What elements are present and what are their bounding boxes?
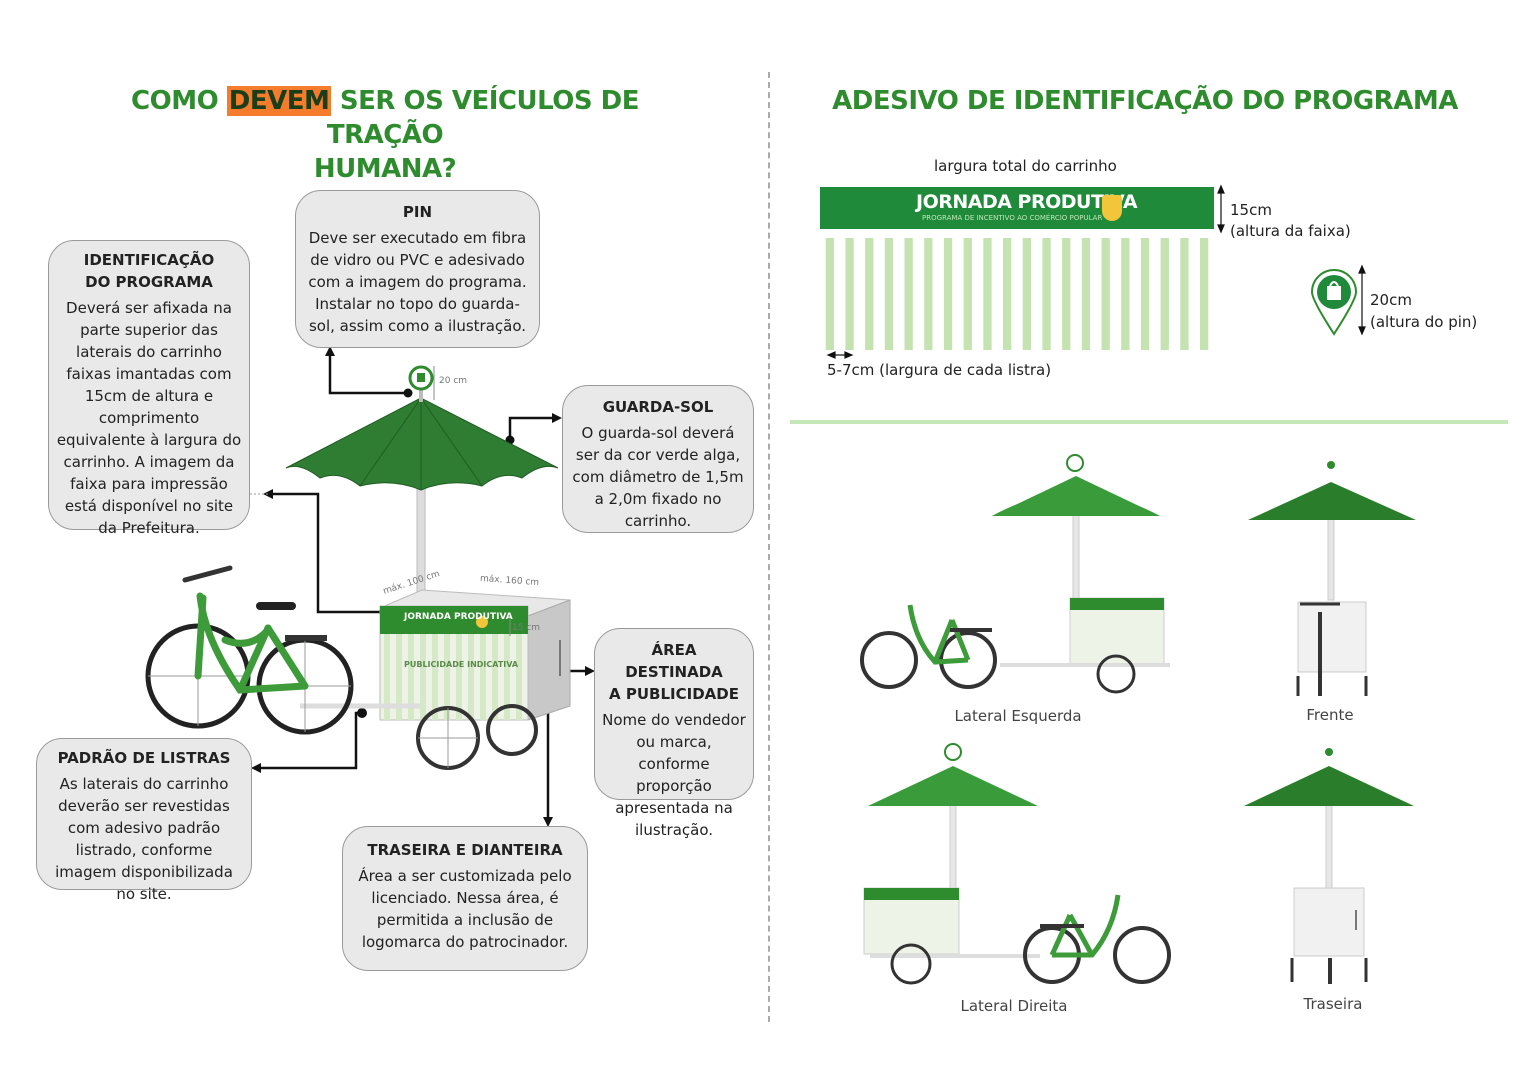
stripe (845, 238, 854, 350)
sticker-stripe-label: 5-7cm (largura de cada listra) (827, 361, 1052, 379)
sticker-banner: JORNADA PRODUTIVA PROGRAMA DE INCENTIVO … (820, 187, 1214, 229)
stripe (983, 238, 992, 350)
sticker-height-value: 15cm (1230, 201, 1272, 219)
cart-pub-text: PUBLICIDADE INDICATIVA (404, 660, 519, 669)
publicidade-box-title2: A PUBLICIDADE (609, 685, 739, 703)
publicidade-box-text: Nome do vendedor ou marca, conforme prop… (602, 711, 746, 839)
stripe (924, 238, 933, 350)
view-front-drawing (1248, 461, 1416, 696)
stripe (1140, 238, 1150, 350)
stripe (1200, 238, 1209, 350)
identificacao-box-title1: IDENTIFICAÇÃO (83, 251, 215, 269)
view-front-caption: Frente (1306, 706, 1354, 724)
stripe (1101, 238, 1110, 350)
sticker-banner-subtitle: PROGRAMA DE INCENTIVO AO COMÉRCIO POPULA… (922, 214, 1103, 222)
shield-icon (1102, 195, 1122, 221)
traseira-box-title: TRASEIRA E DIANTEIRA (367, 841, 563, 859)
cart-band-text: JORNADA PRODUTIVA (404, 612, 513, 622)
view-right-drawing (863, 743, 1171, 985)
pin-height-label: 20 cm (439, 376, 468, 386)
stripe (1042, 238, 1051, 350)
left-title-pre: COMO (131, 86, 227, 116)
stripe (884, 238, 894, 350)
view-back-drawing (1244, 748, 1414, 984)
listras-box: PADRÃO DE LISTRAS As laterais do carrinh… (36, 738, 252, 903)
pin-height-value: 20cm (1370, 291, 1412, 309)
stripe (963, 238, 972, 350)
pin-height-note: (altura do pin) (1370, 313, 1478, 331)
left-title-post: SER OS VEÍCULOS DE TRAÇÃO (326, 86, 640, 150)
publicidade-box-title1: ÁREA DESTINADA (625, 641, 723, 681)
vertical-divider (768, 72, 770, 1022)
left-title-highlight: DEVEM (226, 86, 332, 116)
guarda-sol-box: GUARDA-SOL O guarda-sol deverá ser da co… (562, 385, 754, 533)
horizontal-divider (790, 420, 1508, 424)
identificacao-box: IDENTIFICAÇÃO DO PROGRAMA Deverá ser afi… (48, 240, 250, 537)
view-left-caption: Lateral Esquerda (954, 707, 1082, 725)
pin-box: PIN Deve ser executado em fibra de vidro… (295, 190, 540, 348)
right-title: ADESIVO DE IDENTIFICAÇÃO DO PROGRAMA (832, 86, 1458, 116)
guarda-sol-box-text: O guarda-sol deverá ser da cor verde alg… (572, 424, 744, 530)
listras-box-title: PADRÃO DE LISTRAS (57, 749, 231, 767)
sticker-banner-title: JORNADA PRODUTIVA (916, 191, 1138, 213)
traseira-box: TRASEIRA E DIANTEIRA Área a ser customiz… (342, 826, 588, 971)
stripe (1081, 238, 1091, 350)
stripe (1180, 238, 1189, 350)
pin-box-title: PIN (402, 203, 433, 221)
stripe (1022, 238, 1031, 350)
identificacao-box-text: Deverá ser afixada na parte superior das… (56, 299, 242, 537)
identificacao-box-title2: DO PROGRAMA (85, 273, 213, 291)
view-left-drawing (860, 454, 1170, 694)
guarda-sol-box-title: GUARDA-SOL (602, 398, 714, 416)
stripe (1003, 238, 1012, 350)
stripe (1121, 238, 1130, 350)
traseira-box-text: Área a ser customizada pelo licenciado. … (358, 867, 572, 951)
pin-box-text: Deve ser executado em fibra de vidro ou … (308, 229, 527, 335)
band-height-label: 15 cm (512, 623, 541, 633)
stripe (865, 238, 874, 350)
listras-box-text: As laterais do carrinho deverão ser reve… (55, 775, 233, 903)
stripe (1160, 238, 1169, 350)
stripe (1062, 238, 1071, 350)
stripe (904, 238, 913, 350)
sticker-height-note: (altura da faixa) (1230, 222, 1351, 240)
left-title: COMO DEVEM SER OS VEÍCULOS DE TRAÇÃO HUM… (90, 84, 680, 186)
view-back-caption: Traseira (1303, 995, 1363, 1013)
stripe (825, 238, 834, 350)
publicidade-box: ÁREA DESTINADA A PUBLICIDADE Nome do ven… (594, 628, 754, 839)
sticker-width-label: largura total do carrinho (934, 157, 1117, 175)
stripe (943, 238, 953, 350)
left-title-line2: HUMANA? (313, 154, 457, 184)
view-right-caption: Lateral Direita (960, 997, 1068, 1015)
